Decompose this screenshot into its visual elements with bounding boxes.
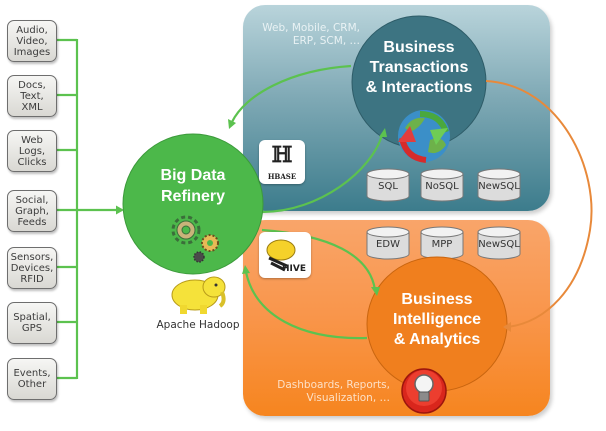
- flow-transactions-to-refinery: [231, 64, 352, 123]
- analytics-panel-note: Dashboards, Reports, Visualization, …: [277, 379, 390, 404]
- hbase-logo-text: HBASE: [267, 172, 297, 181]
- arrowhead: [116, 205, 124, 215]
- refinery-caption: Apache Hadoop: [156, 319, 240, 331]
- source-social-graph-feeds: Social, Graph, Feeds: [7, 190, 57, 232]
- arrowhead: [228, 119, 236, 129]
- flow-refinery-to-transactions: [261, 134, 384, 214]
- arrowhead: [371, 287, 380, 296]
- database-icon: [420, 168, 464, 202]
- globe-sync-icon: [398, 110, 450, 163]
- analytics-title: Business Intelligence & Analytics: [392, 291, 482, 348]
- database-label: MPP: [431, 239, 453, 250]
- source-web-logs-clicks: Web Logs, Clicks: [7, 130, 57, 172]
- database-label: EDW: [376, 239, 400, 250]
- database-label: NewSQL: [478, 181, 520, 192]
- hbase-logo: ℍ HBASE: [259, 140, 305, 184]
- refinery-circle: [122, 133, 264, 275]
- hive-logo: HIVE: [259, 232, 311, 278]
- database-nosql: NoSQL: [420, 168, 464, 202]
- transactions-title: Business Transactions & Interactions: [365, 39, 473, 96]
- database-icon: [366, 226, 410, 260]
- hadoop-elephant-icon: [171, 276, 226, 314]
- source-events-other: Events, Other: [7, 358, 57, 400]
- database-icon: [477, 226, 521, 260]
- arrowhead: [379, 128, 387, 137]
- hbase-glyph-icon: ℍ: [271, 142, 293, 168]
- transactions-panel-note: Web, Mobile, CRM, ERP, SCM, …: [262, 22, 360, 47]
- arrowhead: [503, 322, 511, 332]
- database-icon: [477, 168, 521, 202]
- flow-analytics-to-refinery: [244, 271, 368, 340]
- database-newsql-analytics: NewSQL: [477, 226, 521, 260]
- database-label: NewSQL: [478, 239, 520, 250]
- hive-bee-icon: [266, 239, 296, 272]
- source-spatial-gps: Spatial, GPS: [7, 302, 57, 344]
- gears-icon: [171, 215, 219, 263]
- database-label: NoSQL: [425, 181, 459, 192]
- source-sensors-devices-rfid: Sensors, Devices, RFID: [7, 247, 57, 289]
- source-audio-video-images: Audio, Video, Images: [7, 20, 57, 62]
- database-icon: [366, 168, 410, 202]
- database-sql: SQL: [366, 168, 410, 202]
- refinery-title: Big Data Refinery: [160, 167, 226, 205]
- database-newsql: NewSQL: [477, 168, 521, 202]
- database-label: SQL: [378, 181, 398, 192]
- arrowhead: [242, 265, 250, 274]
- flow-transactions-to-analytics: [485, 80, 593, 328]
- database-edw: EDW: [366, 226, 410, 260]
- lightbulb-icon: [401, 368, 447, 414]
- hive-logo-text: HIVE: [282, 264, 306, 274]
- source-docs-text-xml: Docs, Text, XML: [7, 75, 57, 117]
